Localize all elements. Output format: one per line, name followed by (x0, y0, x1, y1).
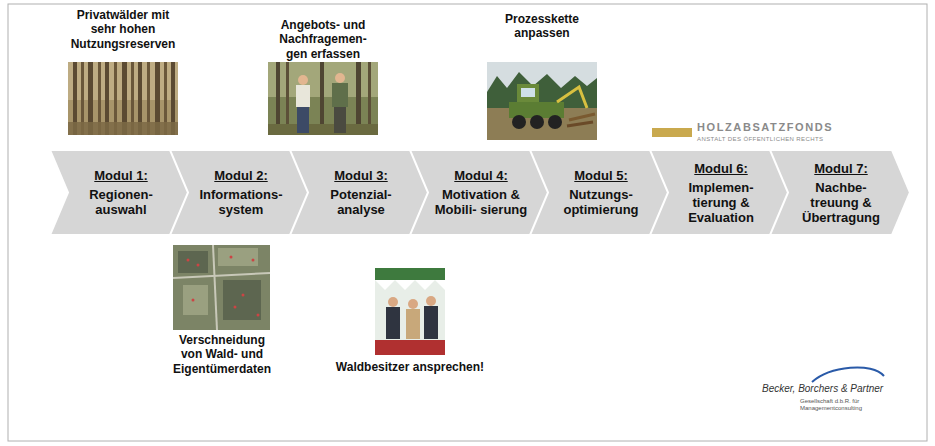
module-chevron: Modul 5: Nutzungs- optimierung (530, 150, 670, 235)
frame (8, 4, 927, 441)
harvester-photo-part (530, 115, 544, 129)
forest-photo (68, 62, 178, 135)
module-title: Regionen- auswahl (73, 187, 169, 217)
event-photo-part (375, 280, 445, 290)
harvester-photo (487, 62, 597, 140)
module-number: Modul 4: (433, 168, 529, 183)
module-title: Potenzial- analyse (313, 187, 409, 217)
module-chevron: Modul 3: Potenzial- analyse (290, 150, 430, 235)
aerial-photo-part (183, 285, 208, 315)
aerial-photo-part (218, 248, 258, 266)
photo-caption: Privatwälder mit sehr hohen Nutzungsrese… (68, 8, 178, 51)
people-photo-part (298, 75, 308, 85)
aerial-photo-part (192, 299, 195, 302)
aerial-photo (173, 245, 270, 330)
module-chevron: Modul 4: Motivation & Mobili- sierung (410, 150, 550, 235)
module-title: Nachbe- treuung & Übertragung (793, 180, 889, 225)
event-photo-part (375, 268, 445, 280)
module-chevron: Modul 2: Informations- system (170, 150, 310, 235)
aerial-photo-part (252, 259, 255, 262)
frame-part (8, 4, 927, 441)
event-photo-part (424, 306, 438, 339)
chevron-outline (650, 150, 790, 235)
chevron-outline (770, 150, 910, 235)
holzabsatzfonds-logo-part (652, 128, 692, 137)
aerial-photo-part (178, 251, 208, 273)
consulting-logo-part (812, 367, 884, 382)
logo-subtext: ANSTALT DES ÖFFENTLICHEN RECHTS (697, 136, 823, 143)
logo-text: Becker, Borchers & Partner (762, 383, 883, 395)
harvester-photo-part (569, 114, 595, 120)
photo-caption: Verschneidung von Wald- und Eigentümerda… (172, 333, 272, 376)
logo-text: HOLZABSATZFONDS (697, 121, 833, 134)
module-number: Modul 5: (553, 168, 649, 183)
harvester-photo-part (521, 88, 535, 97)
module-title: Motivation & Mobili- sierung (433, 187, 529, 217)
forest-photo-part (68, 122, 178, 135)
harvester-photo-part (512, 115, 526, 129)
harvester-photo-part (487, 62, 597, 140)
aerial-photo-part (242, 294, 245, 297)
event-photo-part (408, 299, 418, 309)
module-number: Modul 3: (313, 168, 409, 183)
module-number: Modul 1: (73, 168, 169, 183)
harvester-photo-part (557, 87, 587, 108)
chevron-outline (50, 150, 190, 235)
event-photo (375, 268, 445, 355)
module-title: Implemen- tierung & Evaluation (673, 180, 769, 225)
photo-caption: Angebots- und Nachfragemen- gen erfassen (273, 18, 373, 61)
aerial-photo-part (213, 245, 217, 330)
module-chevron: Modul 1: Regionen- auswahl (50, 150, 190, 235)
people-photo-part (297, 107, 309, 133)
event-photo-part (426, 296, 436, 306)
people-photo-part (268, 62, 378, 135)
event-photo-part (375, 340, 445, 355)
aerial-photo-part (187, 259, 190, 262)
chevron-outline (410, 150, 550, 235)
aerial-photo-part (173, 245, 270, 330)
aerial-photo-part (257, 314, 260, 317)
chevron-outline (290, 150, 430, 235)
consulting-logo (812, 367, 884, 382)
people-photo-part (335, 73, 345, 83)
logo-subtext: Gesellschaft d.b.R. für Managementconsul… (800, 398, 880, 412)
harvester-photo-part (567, 122, 593, 126)
aerial-photo-part (234, 306, 237, 309)
photo-caption: Waldbesitzer ansprechen! (325, 360, 495, 374)
module-title: Nutzungs- optimierung (553, 187, 649, 217)
people-photo (268, 62, 378, 135)
module-chevron: Modul 7: Nachbe- treuung & Übertragung (770, 150, 910, 235)
people-photo-part (332, 83, 348, 107)
chevron-outline (170, 150, 310, 235)
aerial-photo-part (230, 256, 233, 259)
people-photo-part (296, 85, 310, 107)
harvester-photo-part (517, 84, 539, 104)
event-photo-part (386, 307, 400, 339)
people-photo-part (268, 124, 378, 135)
module-number: Modul 2: (193, 168, 289, 183)
event-photo-part (375, 268, 445, 355)
aerial-photo-part (223, 280, 261, 320)
holzabsatzfonds-logo (652, 128, 692, 137)
photo-caption: Prozesskette anpassen (482, 12, 602, 41)
event-photo-part (388, 297, 398, 307)
harvester-photo-part (548, 115, 562, 129)
event-photo-part (406, 309, 420, 339)
aerial-photo-part (173, 273, 270, 278)
forest-photo-part (68, 62, 178, 135)
module-title: Informations- system (193, 187, 289, 217)
module-number: Modul 7: (793, 161, 889, 176)
aerial-photo-part (197, 264, 200, 267)
module-chevron: Modul 6: Implemen- tierung & Evaluation (650, 150, 790, 235)
chevron-outline (530, 150, 670, 235)
module-number: Modul 6: (673, 161, 769, 176)
people-photo-part (334, 107, 346, 133)
